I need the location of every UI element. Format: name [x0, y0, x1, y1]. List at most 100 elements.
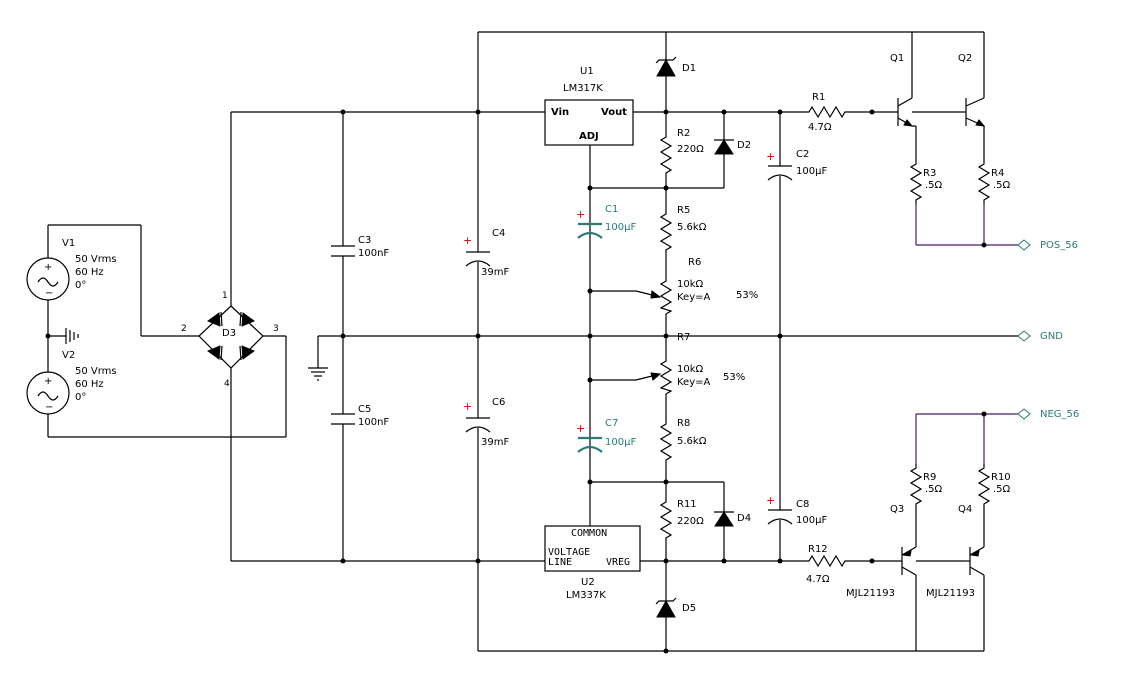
u2-model: LM337K	[566, 590, 606, 601]
capacitor-c7[interactable]: + C7 100µF	[576, 418, 636, 453]
u2-pin-common: COMMON	[571, 528, 607, 539]
regulator-u1[interactable]: U1 LM317K Vin Vout ADJ	[544, 66, 634, 146]
d3-ref: D3	[222, 328, 236, 339]
u2-pin-line: LINE	[548, 557, 572, 568]
v2-phase: 0°	[75, 392, 86, 403]
capacitor-c4[interactable]: + C4 39mF	[463, 228, 509, 278]
capacitor-c2[interactable]: + C2 100µF	[766, 149, 827, 181]
r11-value: 220Ω	[677, 516, 704, 527]
v1-voltage: 50 Vrms	[75, 254, 117, 265]
r7-key: Key=A	[677, 377, 711, 388]
transistor-q1[interactable]: Q1	[890, 53, 916, 127]
svg-text:−: −	[45, 288, 53, 299]
r4-value: .5Ω	[993, 180, 1011, 191]
c3-ref: C3	[358, 235, 371, 246]
net-gnd[interactable]: GND	[1017, 330, 1063, 342]
zener-d5[interactable]: D5	[655, 597, 696, 618]
resistor-r5[interactable]: R5 5.6kΩ	[660, 205, 707, 255]
svg-text:+: +	[766, 150, 775, 163]
resistor-r8[interactable]: R8 5.6kΩ	[660, 418, 707, 465]
svg-text:+: +	[463, 234, 472, 247]
resistor-r12[interactable]: R12 4.7Ω	[804, 544, 850, 585]
c1-ref: C1	[605, 204, 618, 215]
q4-ref: Q4	[958, 504, 972, 515]
u2-pin-voltage: VOLTAGE	[548, 547, 590, 558]
net-gnd-label: GND	[1040, 331, 1063, 342]
c5-value: 100nF	[358, 417, 389, 428]
c4-ref: C4	[492, 228, 505, 239]
resistor-r9[interactable]: R9 .5Ω	[910, 463, 943, 509]
capacitor-c6[interactable]: + C6 39mF	[463, 397, 509, 448]
resistor-r4[interactable]: R4 .5Ω	[978, 159, 1011, 205]
r1-ref: R1	[812, 92, 825, 103]
source-v1[interactable]: + − V1 50 Vrms 60 Hz 0°	[26, 238, 117, 301]
u1-pin-adj: ADJ	[579, 131, 599, 142]
source-v2[interactable]: + − V2 50 Vrms 60 Hz 0°	[26, 350, 117, 415]
resistor-r1[interactable]: R1 4.7Ω	[804, 92, 850, 133]
c2-ref: C2	[796, 149, 809, 160]
resistor-r2[interactable]: R2 220Ω	[660, 128, 704, 178]
r12-value: 4.7Ω	[806, 574, 830, 585]
r6-percent: 53%	[736, 290, 758, 301]
regulator-u2[interactable]: COMMON VOLTAGE LINE VREG U2 LM337K	[544, 525, 641, 601]
output-nets	[915, 204, 1018, 464]
d1-ref: D1	[682, 63, 696, 74]
q2-ref: Q2	[958, 53, 972, 64]
r9-ref: R9	[923, 472, 936, 483]
resistor-r10[interactable]: R10 .5Ω	[978, 463, 1011, 509]
r8-ref: R8	[677, 418, 690, 429]
resistor-r3[interactable]: R3 .5Ω	[910, 159, 943, 205]
r12-ref: R12	[808, 544, 828, 555]
svg-text:+: +	[576, 422, 585, 435]
zener-d1[interactable]: D1	[655, 56, 696, 77]
r2-value: 220Ω	[677, 144, 704, 155]
r10-ref: R10	[991, 472, 1011, 483]
c8-value: 100µF	[796, 515, 827, 526]
transistor-q2[interactable]: Q2	[958, 53, 986, 127]
r5-ref: R5	[677, 205, 690, 216]
capacitor-c3[interactable]: C3 100nF	[331, 235, 389, 259]
r3-value: .5Ω	[925, 180, 943, 191]
u1-pin-vin: Vin	[551, 107, 569, 118]
v2-voltage: 50 Vrms	[75, 366, 117, 377]
v2-ref: V2	[62, 350, 75, 361]
potentiometer-r7[interactable]: R7 10kΩ Key=A 53%	[635, 332, 745, 395]
capacitor-c5[interactable]: C5 100nF	[331, 404, 389, 428]
junction-dots	[45, 109, 987, 654]
u2-pin-vreg: VREG	[606, 557, 630, 568]
d5-ref: D5	[682, 603, 696, 614]
u1-ref: U1	[580, 66, 594, 77]
d4-ref: D4	[737, 513, 751, 524]
diode-d2[interactable]: D2	[714, 139, 751, 155]
r1-value: 4.7Ω	[808, 122, 832, 133]
bridge-rectifier-d3[interactable]: D3 1 2 3 4	[181, 291, 279, 389]
r7-value: 10kΩ	[677, 364, 704, 375]
c2-value: 100µF	[796, 166, 827, 177]
c1-value: 100µF	[605, 222, 636, 233]
capacitor-c8[interactable]: + C8 100µF	[766, 494, 827, 526]
d3-pin4: 4	[224, 379, 230, 389]
wires	[47, 31, 1018, 652]
r7-percent: 53%	[723, 372, 745, 383]
net-pos[interactable]: POS_56	[1017, 239, 1078, 251]
v1-phase: 0°	[75, 280, 86, 291]
svg-text:+: +	[576, 208, 585, 221]
net-neg[interactable]: NEG_56	[1017, 408, 1079, 420]
r6-key: Key=A	[677, 292, 711, 303]
d3-pin3: 3	[273, 324, 279, 334]
transistor-q4[interactable]: Q4 MJL21193	[926, 504, 985, 599]
ground-symbol-v	[65, 328, 79, 344]
r3-ref: R3	[923, 168, 936, 179]
c7-ref: C7	[605, 418, 618, 429]
r6-value: 10kΩ	[677, 279, 704, 290]
c3-value: 100nF	[358, 248, 389, 259]
capacitor-c1[interactable]: + C1 100µF	[576, 204, 636, 239]
resistor-r11[interactable]: R11 220Ω	[660, 497, 704, 543]
transistor-q3[interactable]: Q3 MJL21193	[846, 504, 917, 599]
r9-value: .5Ω	[925, 484, 943, 495]
potentiometer-r6[interactable]: R6 10kΩ Key=A 53%	[635, 257, 758, 315]
v2-frequency: 60 Hz	[75, 379, 104, 390]
u1-model: LM317K	[563, 83, 603, 94]
svg-text:+: +	[44, 376, 52, 387]
diode-d4[interactable]: D4	[714, 511, 751, 527]
